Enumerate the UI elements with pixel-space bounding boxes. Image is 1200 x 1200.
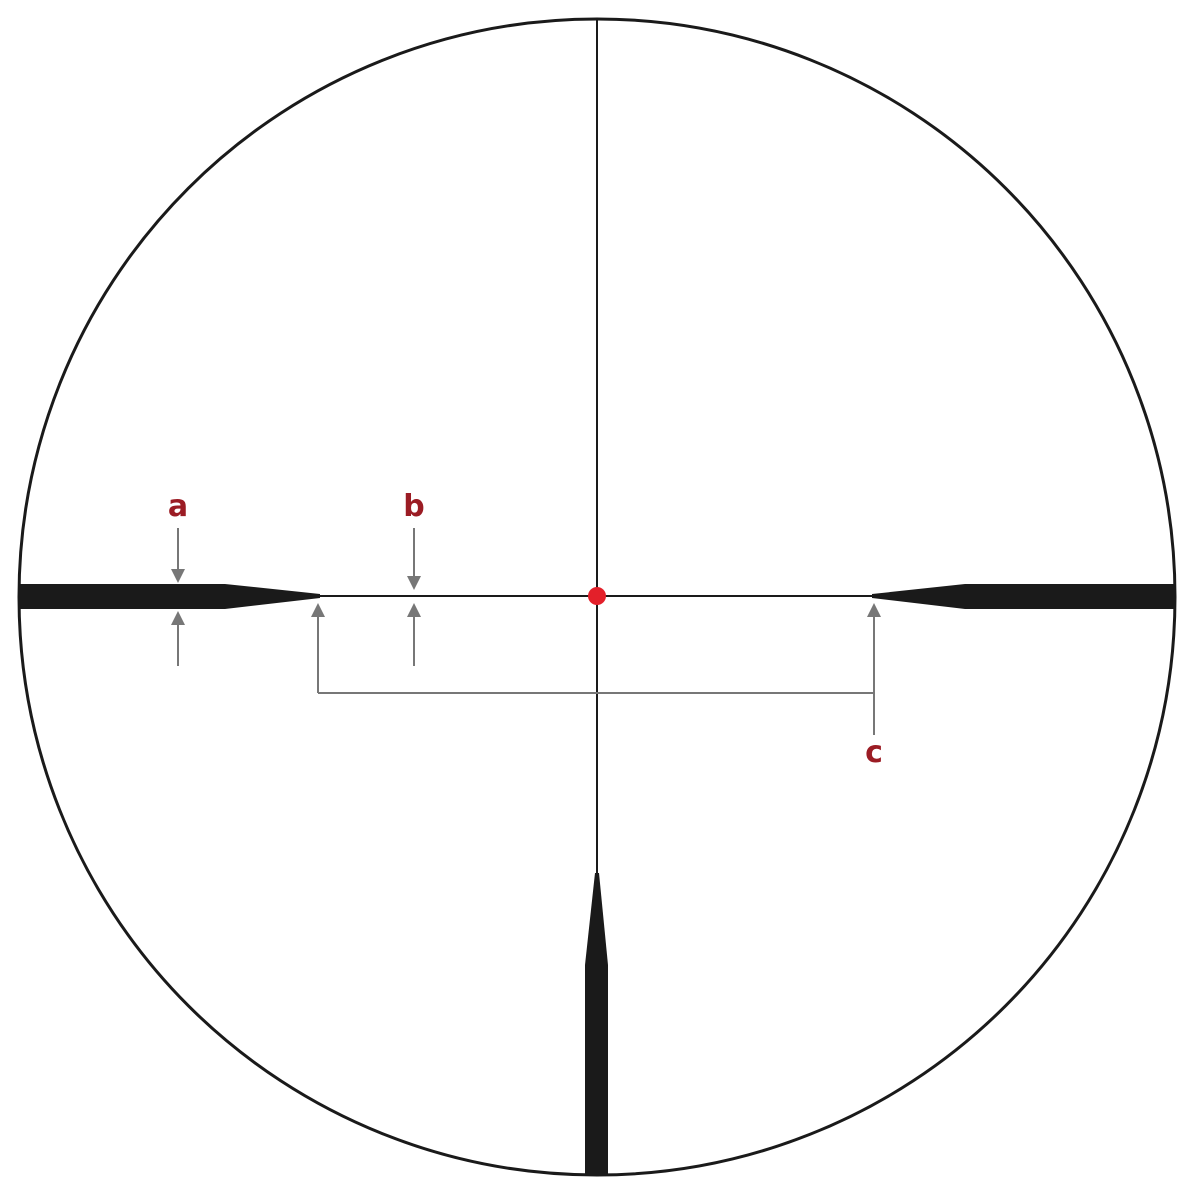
center-dot	[588, 587, 606, 605]
label-a: a	[168, 489, 188, 524]
bottom-thick-post	[585, 873, 608, 1174]
left-thick-post	[19, 584, 320, 609]
label-b: b	[403, 489, 424, 524]
right-thick-post	[872, 584, 1175, 609]
label-c: c	[865, 735, 883, 770]
